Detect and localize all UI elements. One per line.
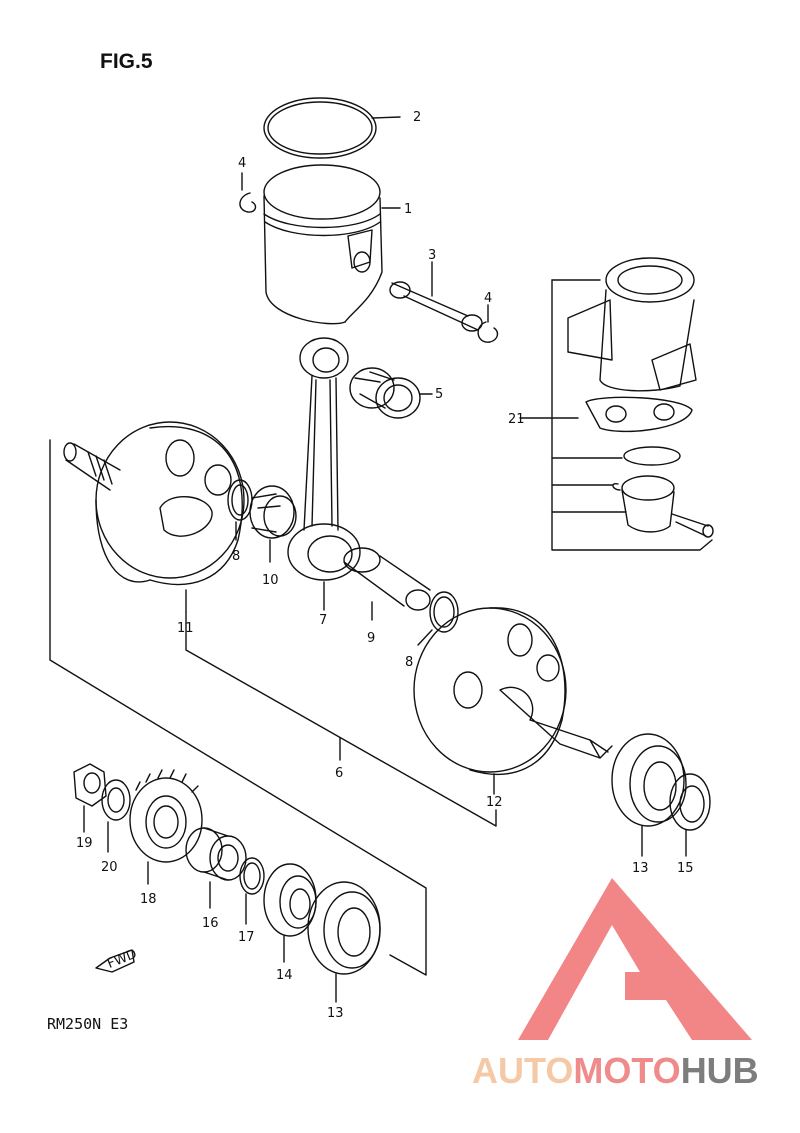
- crank-needle-bearing-part: [249, 485, 297, 563]
- callout-18: 18: [140, 892, 157, 907]
- callout-15: 15: [677, 861, 694, 876]
- figure-title: FIG.5: [100, 50, 153, 73]
- oil-seal-left-part: [263, 863, 317, 963]
- callout-12: 12: [486, 795, 503, 810]
- callout-2: 2: [413, 110, 421, 125]
- callout-17: 17: [238, 930, 255, 945]
- crank-spacer-part: [185, 827, 247, 909]
- piston-pin-clip-part: [239, 172, 257, 213]
- callout-8b: 8: [405, 655, 413, 670]
- main-bearing-left-part: [307, 881, 381, 1003]
- callout-16: 16: [202, 916, 219, 931]
- watermark-part-hub: HUB: [680, 1050, 759, 1091]
- right-crankshaft-part: [413, 607, 613, 795]
- callout-10: 10: [262, 573, 279, 588]
- callout-20: 20: [101, 860, 118, 875]
- watermark-part-auto: AUTO: [472, 1050, 574, 1091]
- oil-seal-right-part: [669, 773, 711, 857]
- needle-bearing-part: [349, 367, 433, 419]
- cylinder-kit-part: [519, 257, 714, 551]
- crankshaft-assembly-bracket: [49, 439, 497, 976]
- callout-11: 11: [177, 621, 194, 636]
- callout-5: 5: [435, 387, 443, 402]
- callout-4: 4: [238, 156, 246, 171]
- piston-pin-clip-part-2: [477, 304, 499, 343]
- callout-labels: 2 4 1 3 4 5 21 8 10 7 9 8 11 6 12 13 15 …: [76, 110, 694, 1021]
- callout-6: 6: [335, 766, 343, 781]
- callout-7: 7: [319, 613, 327, 628]
- piston-pin-part: [389, 261, 483, 332]
- crank-pin-part: [343, 547, 431, 621]
- connecting-rod-part: [287, 337, 361, 611]
- o-ring-part: [239, 857, 265, 925]
- piston-ring-part: [263, 97, 401, 159]
- callout-14: 14: [276, 968, 293, 983]
- primary-drive-gear-part: [129, 769, 203, 885]
- fwd-arrow-icon: [95, 949, 135, 973]
- callout-3: 3: [428, 248, 436, 263]
- callout-9: 9: [367, 631, 375, 646]
- thrust-washer-part-2: [417, 591, 459, 646]
- model-code: RM250N E3: [47, 1015, 129, 1033]
- callout-13: 13: [632, 861, 649, 876]
- callout-1: 1: [404, 202, 412, 217]
- callout-8: 8: [232, 549, 240, 564]
- main-bearing-right-part: [611, 733, 687, 857]
- watermark-part-moto: MOTO: [573, 1050, 681, 1091]
- primary-gear-nut-part: [73, 763, 107, 833]
- left-crankshaft-part: [63, 421, 245, 613]
- gear-washer-part: [101, 779, 131, 853]
- watermark-logo-icon: [518, 878, 752, 1040]
- fwd-label: FWD: [105, 947, 139, 972]
- watermark-wordmark: AUTOMOTOHUB: [472, 1050, 759, 1092]
- callout-13b: 13: [327, 1006, 344, 1021]
- callout-4b: 4: [484, 291, 492, 306]
- piston-part: [263, 164, 401, 325]
- callout-19: 19: [76, 836, 93, 851]
- callout-21: 21: [508, 412, 525, 427]
